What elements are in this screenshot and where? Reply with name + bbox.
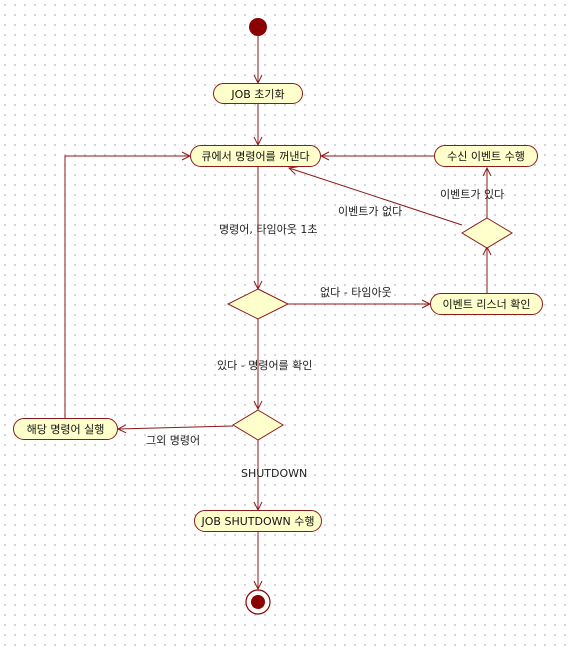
label-other-command: 그외 명령어 bbox=[146, 434, 201, 447]
label-shutdown: SHUTDOWN bbox=[241, 467, 308, 480]
label-has-command: 있다 - 명령어를 확인 bbox=[217, 359, 313, 372]
decision-event-exists bbox=[461, 217, 513, 249]
decision-has-command bbox=[226, 288, 290, 320]
label-timeout: 명령어, 타임아웃 1초 bbox=[219, 223, 318, 236]
label-event-none: 이벤트가 없다 bbox=[338, 205, 403, 218]
node-dequeue-command: 큐에서 명령어를 꺼낸다 bbox=[190, 145, 321, 167]
node-receive-event: 수신 이벤트 수행 bbox=[434, 145, 538, 167]
edge-decision2-to-execute bbox=[118, 426, 234, 429]
end-node-inner bbox=[251, 595, 265, 609]
label-event-exists: 이벤트가 있다 bbox=[440, 188, 505, 201]
decision-command-type bbox=[232, 409, 284, 441]
start-node bbox=[249, 18, 267, 36]
node-job-shutdown: JOB SHUTDOWN 수행 bbox=[194, 510, 322, 532]
node-check-listener: 이벤트 리스너 확인 bbox=[430, 293, 543, 315]
node-execute-command: 해당 명령어 실행 bbox=[13, 418, 118, 440]
node-job-init: JOB 초기화 bbox=[213, 83, 303, 104]
edge-execute-to-dequeue bbox=[64, 156, 190, 418]
label-no-timeout: 없다 - 타임아웃 bbox=[320, 286, 392, 299]
edge-decision3-to-dequeue bbox=[289, 168, 463, 226]
